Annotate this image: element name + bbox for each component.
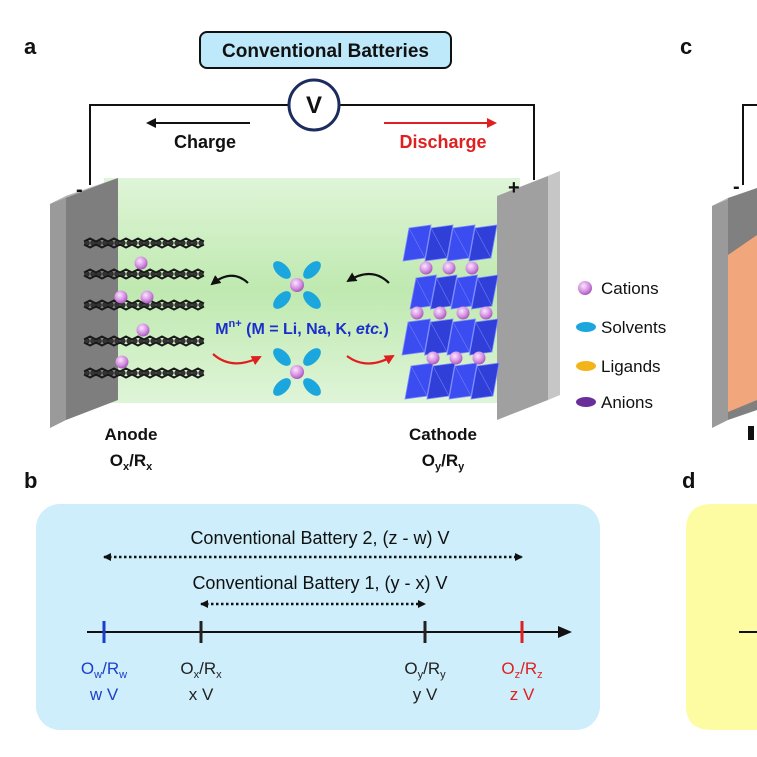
legend-solvents-swatch [576, 322, 596, 332]
cathode-cation [433, 306, 447, 320]
crystal-layer [404, 362, 500, 400]
cathode-plate-side [548, 171, 560, 400]
redox-couple-y: Oy/Ry [404, 659, 446, 681]
panel-label-b: b [24, 468, 37, 493]
ion-arrow-charge-right [346, 272, 390, 284]
redox-couple-z: Oz/Rz [501, 659, 542, 681]
panel-a: Conventional Batteries V Charge Discharg… [50, 31, 666, 473]
panel-label-a: a [24, 34, 37, 59]
graphite-layer [83, 335, 205, 347]
redox-couple-w: Ow/Rw [81, 659, 127, 681]
graphite-layer [83, 268, 205, 280]
graphite-layer [83, 299, 205, 311]
panel-c-plate-front [712, 198, 728, 428]
discharge-label: Discharge [399, 132, 486, 152]
ion-label-etc: etc. [356, 321, 384, 338]
anode-title: Anode [105, 425, 158, 444]
voltage-x: x V [189, 685, 214, 704]
intercalated-cation [136, 323, 150, 337]
legend-anions-label: Anions [601, 393, 653, 412]
cathode-crystal [401, 224, 500, 400]
panel-b: Conventional Battery 2, (z - w) V Conven… [36, 504, 600, 730]
redox-couple-x: Ox/Rx [180, 659, 222, 681]
ion-arrow-charge-left [210, 274, 249, 286]
title-box [199, 31, 452, 69]
cathode-cation [456, 306, 470, 320]
anode-plate-side [66, 178, 118, 420]
cathode-title: Cathode [409, 425, 477, 444]
cathode-cation [479, 306, 493, 320]
panel-label-d: d [682, 468, 695, 493]
cathode-cation [472, 351, 486, 365]
cathode-cation [419, 261, 433, 275]
ion-arrow-discharge-left [212, 353, 262, 366]
intercalated-cation [114, 290, 128, 304]
axis-ticks: Ow/Rw w V Ox/Rx x V Oy/Ry y V Oz/Rz z V [81, 621, 543, 704]
ion-label-main: M [215, 321, 228, 338]
charge-label: Charge [174, 132, 236, 152]
crystal-layer [409, 274, 499, 310]
voltmeter-label: V [306, 92, 322, 119]
battery2-label: Conventional Battery 2, (z - w) V [190, 528, 449, 548]
cathode-plate-top [497, 171, 560, 196]
ion-arrow-discharge-right [346, 355, 395, 365]
panel-c-minus: - [733, 176, 740, 198]
ion-label-close: ) [383, 321, 388, 338]
crystal-layer [402, 224, 498, 262]
panel-c: - [712, 104, 757, 440]
intercalated-cation [140, 290, 154, 304]
anode-minus: - [76, 179, 83, 201]
panel-c-wire [742, 104, 757, 185]
voltage-w: w V [89, 685, 119, 704]
cathode-plus: + [508, 177, 520, 199]
anode-redox: Ox/Rx [110, 451, 153, 473]
panel-d [686, 504, 757, 730]
cathode-cation [410, 306, 424, 320]
ion-label-sup: n+ [229, 318, 242, 330]
anode-plate-front [50, 196, 66, 428]
cathode-cation [426, 351, 440, 365]
circuit-wire [89, 104, 535, 185]
ion-label-rest: (M = Li, Na, K, [242, 321, 356, 338]
cathode-plate-front [497, 176, 548, 420]
panel-c-electrode [728, 235, 757, 412]
solvated-cation-top [273, 261, 321, 309]
voltage-z: z V [510, 685, 535, 704]
cathode-redox: Oy/Ry [422, 451, 465, 473]
graphite-layers [83, 237, 205, 379]
legend-ligands-label: Ligands [601, 357, 661, 376]
graphite-layer [83, 237, 205, 249]
solvated-cation-bottom [273, 348, 321, 396]
voltage-y: y V [413, 685, 438, 704]
ion-label: Mn+ (M = Li, Na, K, etc.) [215, 318, 389, 338]
crystal-layer [401, 318, 499, 356]
panel-label-c: c [680, 34, 692, 59]
legend-cations-swatch [578, 281, 592, 295]
graphite-layer [83, 367, 205, 379]
voltmeter [287, 78, 341, 132]
intercalated-cation [134, 256, 148, 270]
legend-cations-label: Cations [601, 279, 659, 298]
cathode-cation [449, 351, 463, 365]
cathode-cation [465, 261, 479, 275]
battery1-label: Conventional Battery 1, (y - x) V [192, 573, 447, 593]
legend-anions-swatch [576, 397, 596, 407]
panel-d-box [686, 504, 757, 730]
cathode-cation [442, 261, 456, 275]
title-text: Conventional Batteries [222, 41, 429, 62]
legend-solvents-label: Solvents [601, 318, 666, 337]
intercalated-cation [115, 355, 129, 369]
panel-c-label-fragment [748, 426, 754, 440]
legend-ligands-swatch [576, 361, 596, 371]
legend: Cations Solvents Ligands Anions [576, 279, 666, 412]
